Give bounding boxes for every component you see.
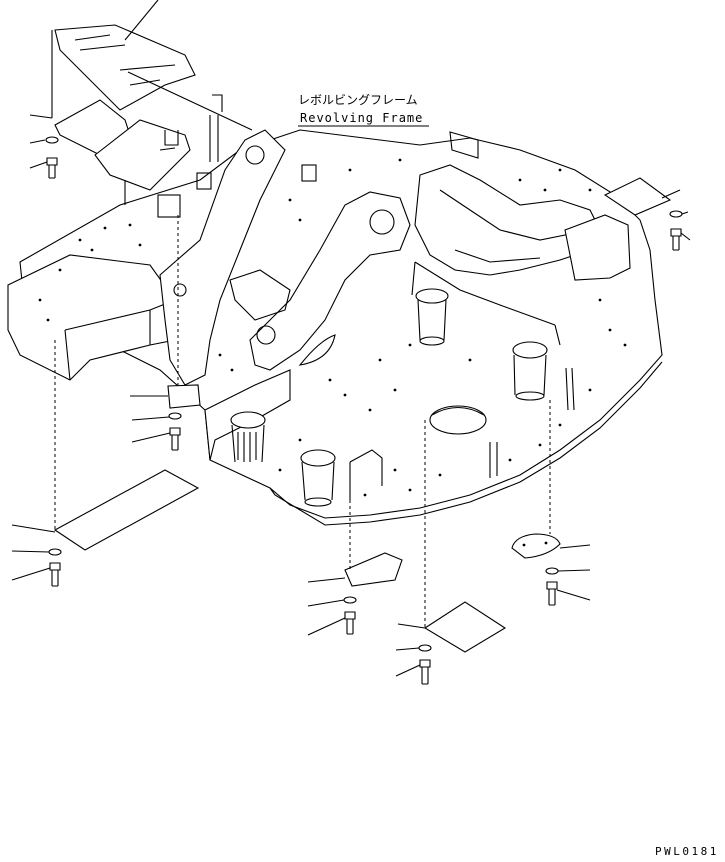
bolt-shank-icon: [548, 589, 556, 606]
washer-icon: [48, 548, 62, 556]
leader-washer-7: [557, 569, 591, 572]
small-plate-group: [130, 215, 201, 451]
leaf-cutout: [298, 334, 336, 366]
cover-fitting: [159, 130, 179, 151]
lower-pin-hole: [173, 283, 187, 297]
leader-cover-center: [307, 577, 346, 583]
leader-undercover-center: [397, 623, 426, 629]
small-block-1: [157, 194, 181, 218]
boom-pin-hole-right: [369, 209, 395, 235]
frame-deck-edge: [269, 361, 663, 526]
washer-icon: [545, 567, 559, 575]
swivel-joint: [230, 411, 266, 463]
leader-undercover-left: [11, 524, 56, 533]
leader-bolt-6: [395, 664, 421, 677]
leader-washer-6: [395, 647, 420, 651]
top-bracket: [449, 131, 479, 159]
post-3: [209, 115, 219, 162]
post-1: [489, 442, 498, 478]
leader-washer-1: [29, 139, 46, 144]
rear-partition: [411, 261, 561, 346]
inner-box: [229, 269, 291, 321]
round-opening-rim: [431, 406, 485, 416]
leader-bolt-2: [680, 232, 691, 241]
leader-top-plate: [29, 114, 53, 119]
handle-bracket: [349, 449, 383, 500]
leader-bolt-4: [11, 567, 51, 581]
bolt-head-icon: [344, 611, 356, 620]
bolt-shank-icon: [672, 236, 680, 251]
round-cover-plate: [511, 533, 561, 559]
hook-bracket: [212, 94, 223, 112]
bolt-head-icon: [419, 659, 431, 668]
bolt-head-icon: [546, 581, 558, 590]
round-cover-group: [511, 400, 591, 606]
bolt-shank-icon: [421, 667, 429, 685]
bolt-shank-icon: [171, 435, 179, 451]
drawing-code: PWL0181: [655, 845, 719, 857]
boom-bracket-right: [249, 191, 411, 371]
leader-washer-3: [131, 416, 170, 421]
floor-mat: [54, 24, 196, 111]
leader-bolt-7: [556, 589, 591, 601]
revolving-frame: [7, 94, 663, 526]
washer-icon: [45, 136, 59, 144]
top-cover-group: [29, 0, 253, 205]
right-rear-block: [564, 214, 631, 281]
cover-right-group: [603, 177, 691, 251]
bolt-shank-icon: [346, 619, 354, 635]
title-english: Revolving Frame: [300, 111, 423, 125]
bolt-head-icon: [169, 427, 181, 436]
undercover-left-group: [11, 340, 200, 587]
bolt-holes: [38, 158, 627, 497]
round-opening: [429, 405, 487, 435]
leader-bolt-3: [131, 432, 171, 443]
boom-bracket-left: [159, 129, 286, 386]
cover-plate-center: [344, 552, 403, 587]
bolt-head-icon: [670, 228, 682, 237]
leader-cover-right: [661, 189, 681, 199]
washer-icon: [343, 596, 357, 604]
leader-round-cover: [559, 544, 591, 549]
tank-left: [415, 288, 449, 346]
bolt-shank-icon: [51, 570, 59, 587]
right-structure-ridge: [439, 189, 581, 263]
floor-mat-detail: [74, 34, 176, 86]
inspection-cover-top: [94, 119, 191, 191]
undercover-left: [53, 469, 200, 551]
title-japanese: レボルビングフレーム: [298, 93, 418, 107]
leader-bolt-5: [307, 617, 346, 636]
boom-pin-hole-left: [245, 145, 265, 165]
small-block-3: [301, 164, 317, 182]
bolt-head-icon: [46, 157, 58, 166]
small-block-2: [196, 172, 212, 190]
tank-right: [512, 341, 548, 401]
post-2: [565, 367, 575, 411]
cylinder-pin-hole: [256, 325, 276, 345]
undercover-center-group: [395, 420, 507, 685]
bolt-shank-icon: [48, 165, 56, 179]
leader-washer-4: [11, 550, 50, 553]
washer-bolt-top-left: [29, 136, 59, 179]
bolt-head-icon: [49, 562, 61, 571]
washer-icon: [168, 412, 182, 420]
washer-icon: [669, 210, 683, 218]
cover-center-group: [307, 500, 403, 636]
tank-front: [300, 449, 336, 507]
leader-washer-2: [681, 211, 689, 215]
leader-bolt-1: [29, 161, 48, 169]
leader-washer-5: [307, 599, 345, 607]
leader-mat-diagonal: [127, 71, 253, 131]
undercover-center: [423, 601, 507, 653]
cover-plate-right: [603, 177, 672, 216]
washer-icon: [418, 644, 432, 652]
small-cover-plate: [167, 384, 201, 409]
leader-mat: [124, 0, 159, 41]
